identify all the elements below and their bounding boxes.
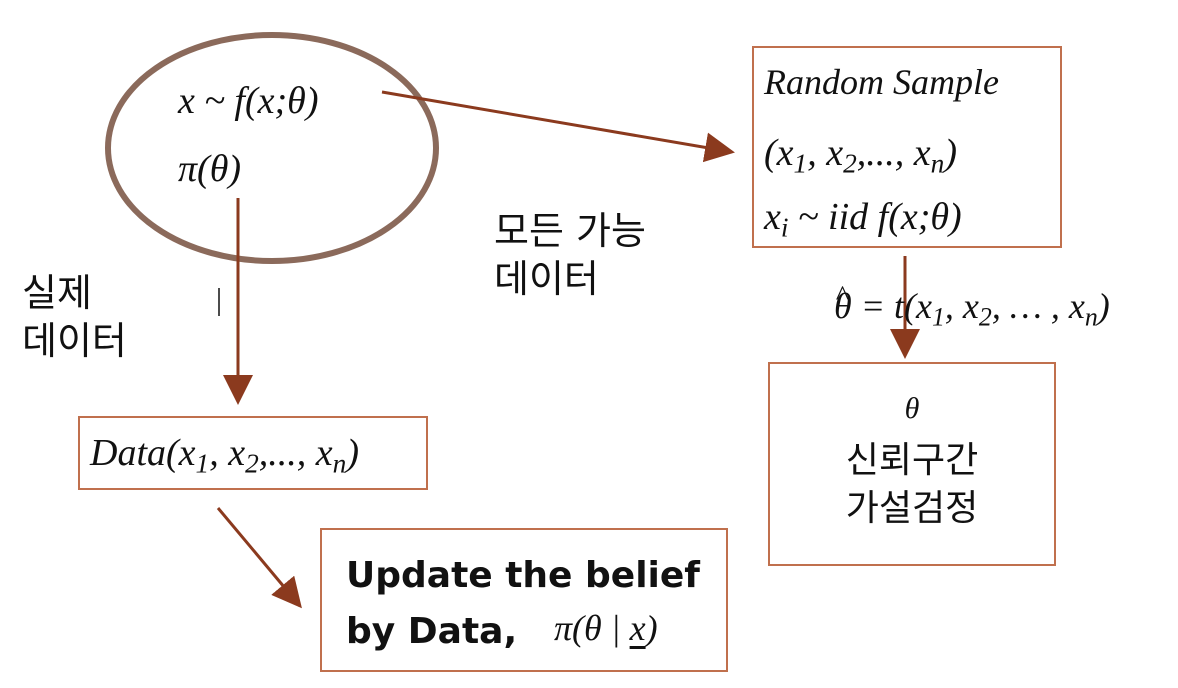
random-sample-title: Random Sample [764, 62, 999, 102]
prior-ellipse [105, 32, 439, 264]
update-box: Update the belief by Data, π(θ | x) [320, 528, 728, 672]
update-line-2: by Data, [346, 611, 518, 652]
prior-text: π(θ) [178, 148, 242, 190]
all-possible-data-label: 모든 가능 데이터 [494, 209, 646, 301]
iid-statement: xi ~ iid f(x;θ) [764, 196, 962, 243]
data-box-label: Data(x1, x2,..., xn) [90, 432, 359, 479]
hypothesis-test-label: 가설검정 [845, 488, 979, 529]
posterior-text: π(θ | x) [554, 608, 658, 648]
confidence-interval-label: 신뢰구간 [845, 440, 979, 481]
theta-symbol: θ [904, 392, 920, 425]
actual-data-label: 실제 데이터 [22, 271, 127, 363]
random-sample-tuple: (x1, x2,..., xn) [764, 132, 957, 179]
likelihood-model-text: x ~ f(x;θ) [178, 80, 319, 122]
update-line-1: Update the belief [346, 555, 700, 596]
data-box: Data(x1, x2,..., xn) [78, 416, 428, 490]
inference-box: θ 신뢰구간 가설검정 [768, 362, 1056, 566]
arrow-data-to-update [216, 507, 302, 609]
estimator-label: θ = t(x1, x2, … , xn) [834, 282, 1110, 330]
random-sample-box: Random Sample (x1, x2,..., xn) xi ~ iid … [752, 46, 1062, 248]
arrow-ellipse-to-random-sample [381, 90, 735, 163]
